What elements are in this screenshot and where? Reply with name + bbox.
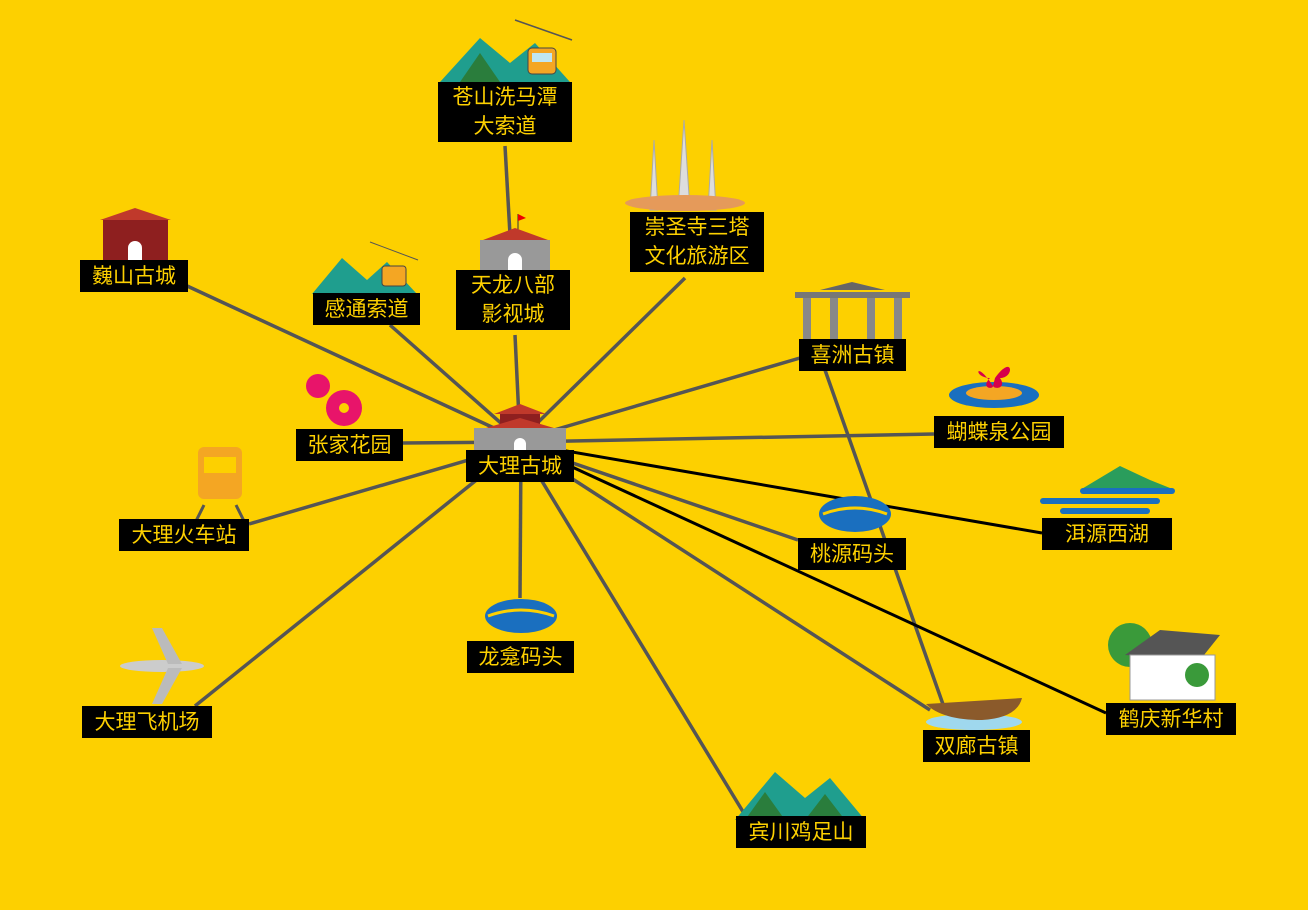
- node-chongsheng-label[interactable]: 崇圣寺三塔文化旅游区: [630, 212, 764, 272]
- dali-ancient-city-icon: [474, 404, 566, 452]
- line-heqing: [519, 441, 1107, 715]
- line-chongsheng: [518, 276, 687, 442]
- fish-icon: [485, 599, 557, 633]
- node-tianlong-label[interactable]: 天龙八部影视城: [456, 270, 570, 330]
- line-jizu: [518, 444, 747, 816]
- line-airport: [193, 443, 522, 708]
- node-gantong-label[interactable]: 感通索道: [313, 293, 420, 325]
- mountain-icon: [735, 772, 865, 820]
- label-line: 苍山洗马潭: [452, 85, 558, 109]
- line-gantong: [388, 323, 522, 442]
- three-pagodas-icon: [625, 119, 745, 211]
- label-line: 文化旅游区: [644, 244, 750, 268]
- label-line: 天龙八部: [471, 273, 555, 297]
- node-zhangjia-label[interactable]: 张家花园: [296, 429, 403, 461]
- village-house-icon: [1108, 623, 1220, 701]
- cable-car-mountain-icon: [312, 241, 419, 294]
- hub-dali-ancient-city-label[interactable]: 大理古城: [466, 450, 574, 482]
- label-line: 崇圣寺三塔: [644, 215, 750, 239]
- city-gate-icon: [100, 208, 171, 262]
- node-weishan-label[interactable]: 巍山古城: [80, 260, 188, 292]
- lake-icon: [1040, 466, 1175, 514]
- boat-icon: [926, 698, 1022, 730]
- node-jizu-label[interactable]: 宾川鸡足山: [736, 816, 866, 848]
- butterfly-spring-icon: [949, 366, 1039, 408]
- node-taoyuan-label[interactable]: 桃源码头: [798, 538, 906, 570]
- node-longkan-label[interactable]: 龙龛码头: [467, 641, 574, 673]
- cable-car-mountain-icon: [440, 19, 573, 82]
- line-weishan: [184, 283, 521, 442]
- node-shuanglang-label[interactable]: 双廊古镇: [923, 730, 1030, 762]
- line-xizhou: [519, 356, 801, 442]
- flower-icon: [306, 374, 362, 426]
- node-eryuan-label[interactable]: 洱源西湖: [1042, 518, 1172, 550]
- castle-icon: [480, 214, 550, 270]
- airplane-icon: [120, 628, 204, 704]
- train-icon: [194, 447, 246, 521]
- fish-icon: [819, 496, 891, 532]
- line-hudiequan: [519, 432, 935, 444]
- node-train-label[interactable]: 大理火车站: [119, 519, 249, 551]
- archway-icon: [795, 282, 910, 340]
- node-hudiequan-label[interactable]: 蝴蝶泉公园: [934, 416, 1064, 448]
- label-line: 大索道: [473, 114, 537, 138]
- node-heqing-label[interactable]: 鹤庆新华村: [1106, 703, 1236, 735]
- node-xizhou-label[interactable]: 喜洲古镇: [799, 339, 906, 371]
- line-shuanglang: [519, 443, 931, 712]
- node-cangshan-label[interactable]: 苍山洗马潭大索道: [438, 82, 572, 142]
- label-line: 影视城: [481, 302, 545, 326]
- line-eryuan: [519, 441, 1043, 535]
- node-airport-label[interactable]: 大理飞机场: [82, 706, 212, 738]
